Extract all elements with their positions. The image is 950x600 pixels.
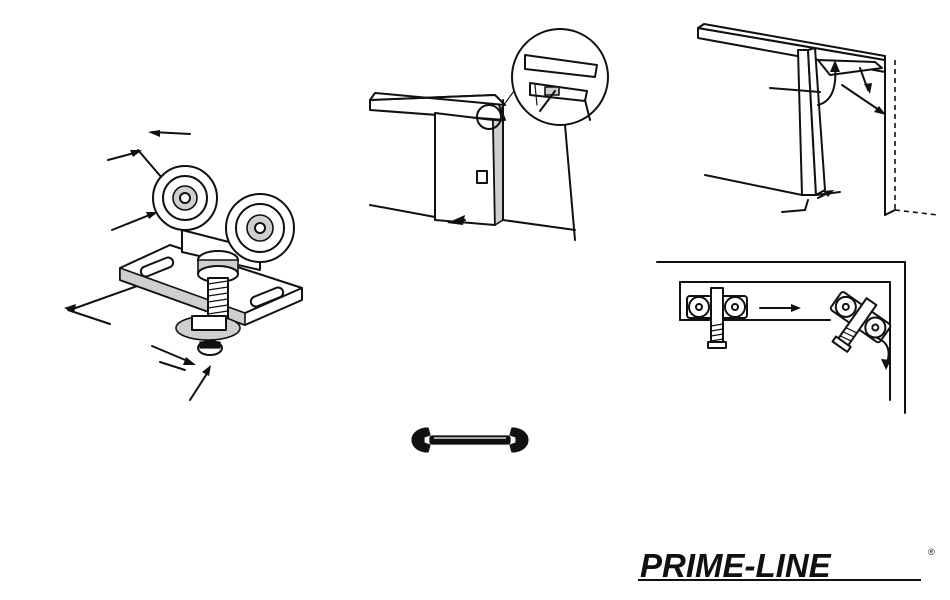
roller-adjust-figure (655, 258, 915, 418)
wrench-icon (410, 425, 530, 455)
registered-mark: ® (928, 547, 935, 557)
roller-assembly-figure (40, 110, 320, 420)
door-install-figure (365, 25, 615, 240)
brand-name: PRIME-LINE (640, 547, 832, 584)
prime-line-logo: PRIME-LINE ® (636, 545, 936, 585)
door-pivot-figure (690, 20, 940, 235)
